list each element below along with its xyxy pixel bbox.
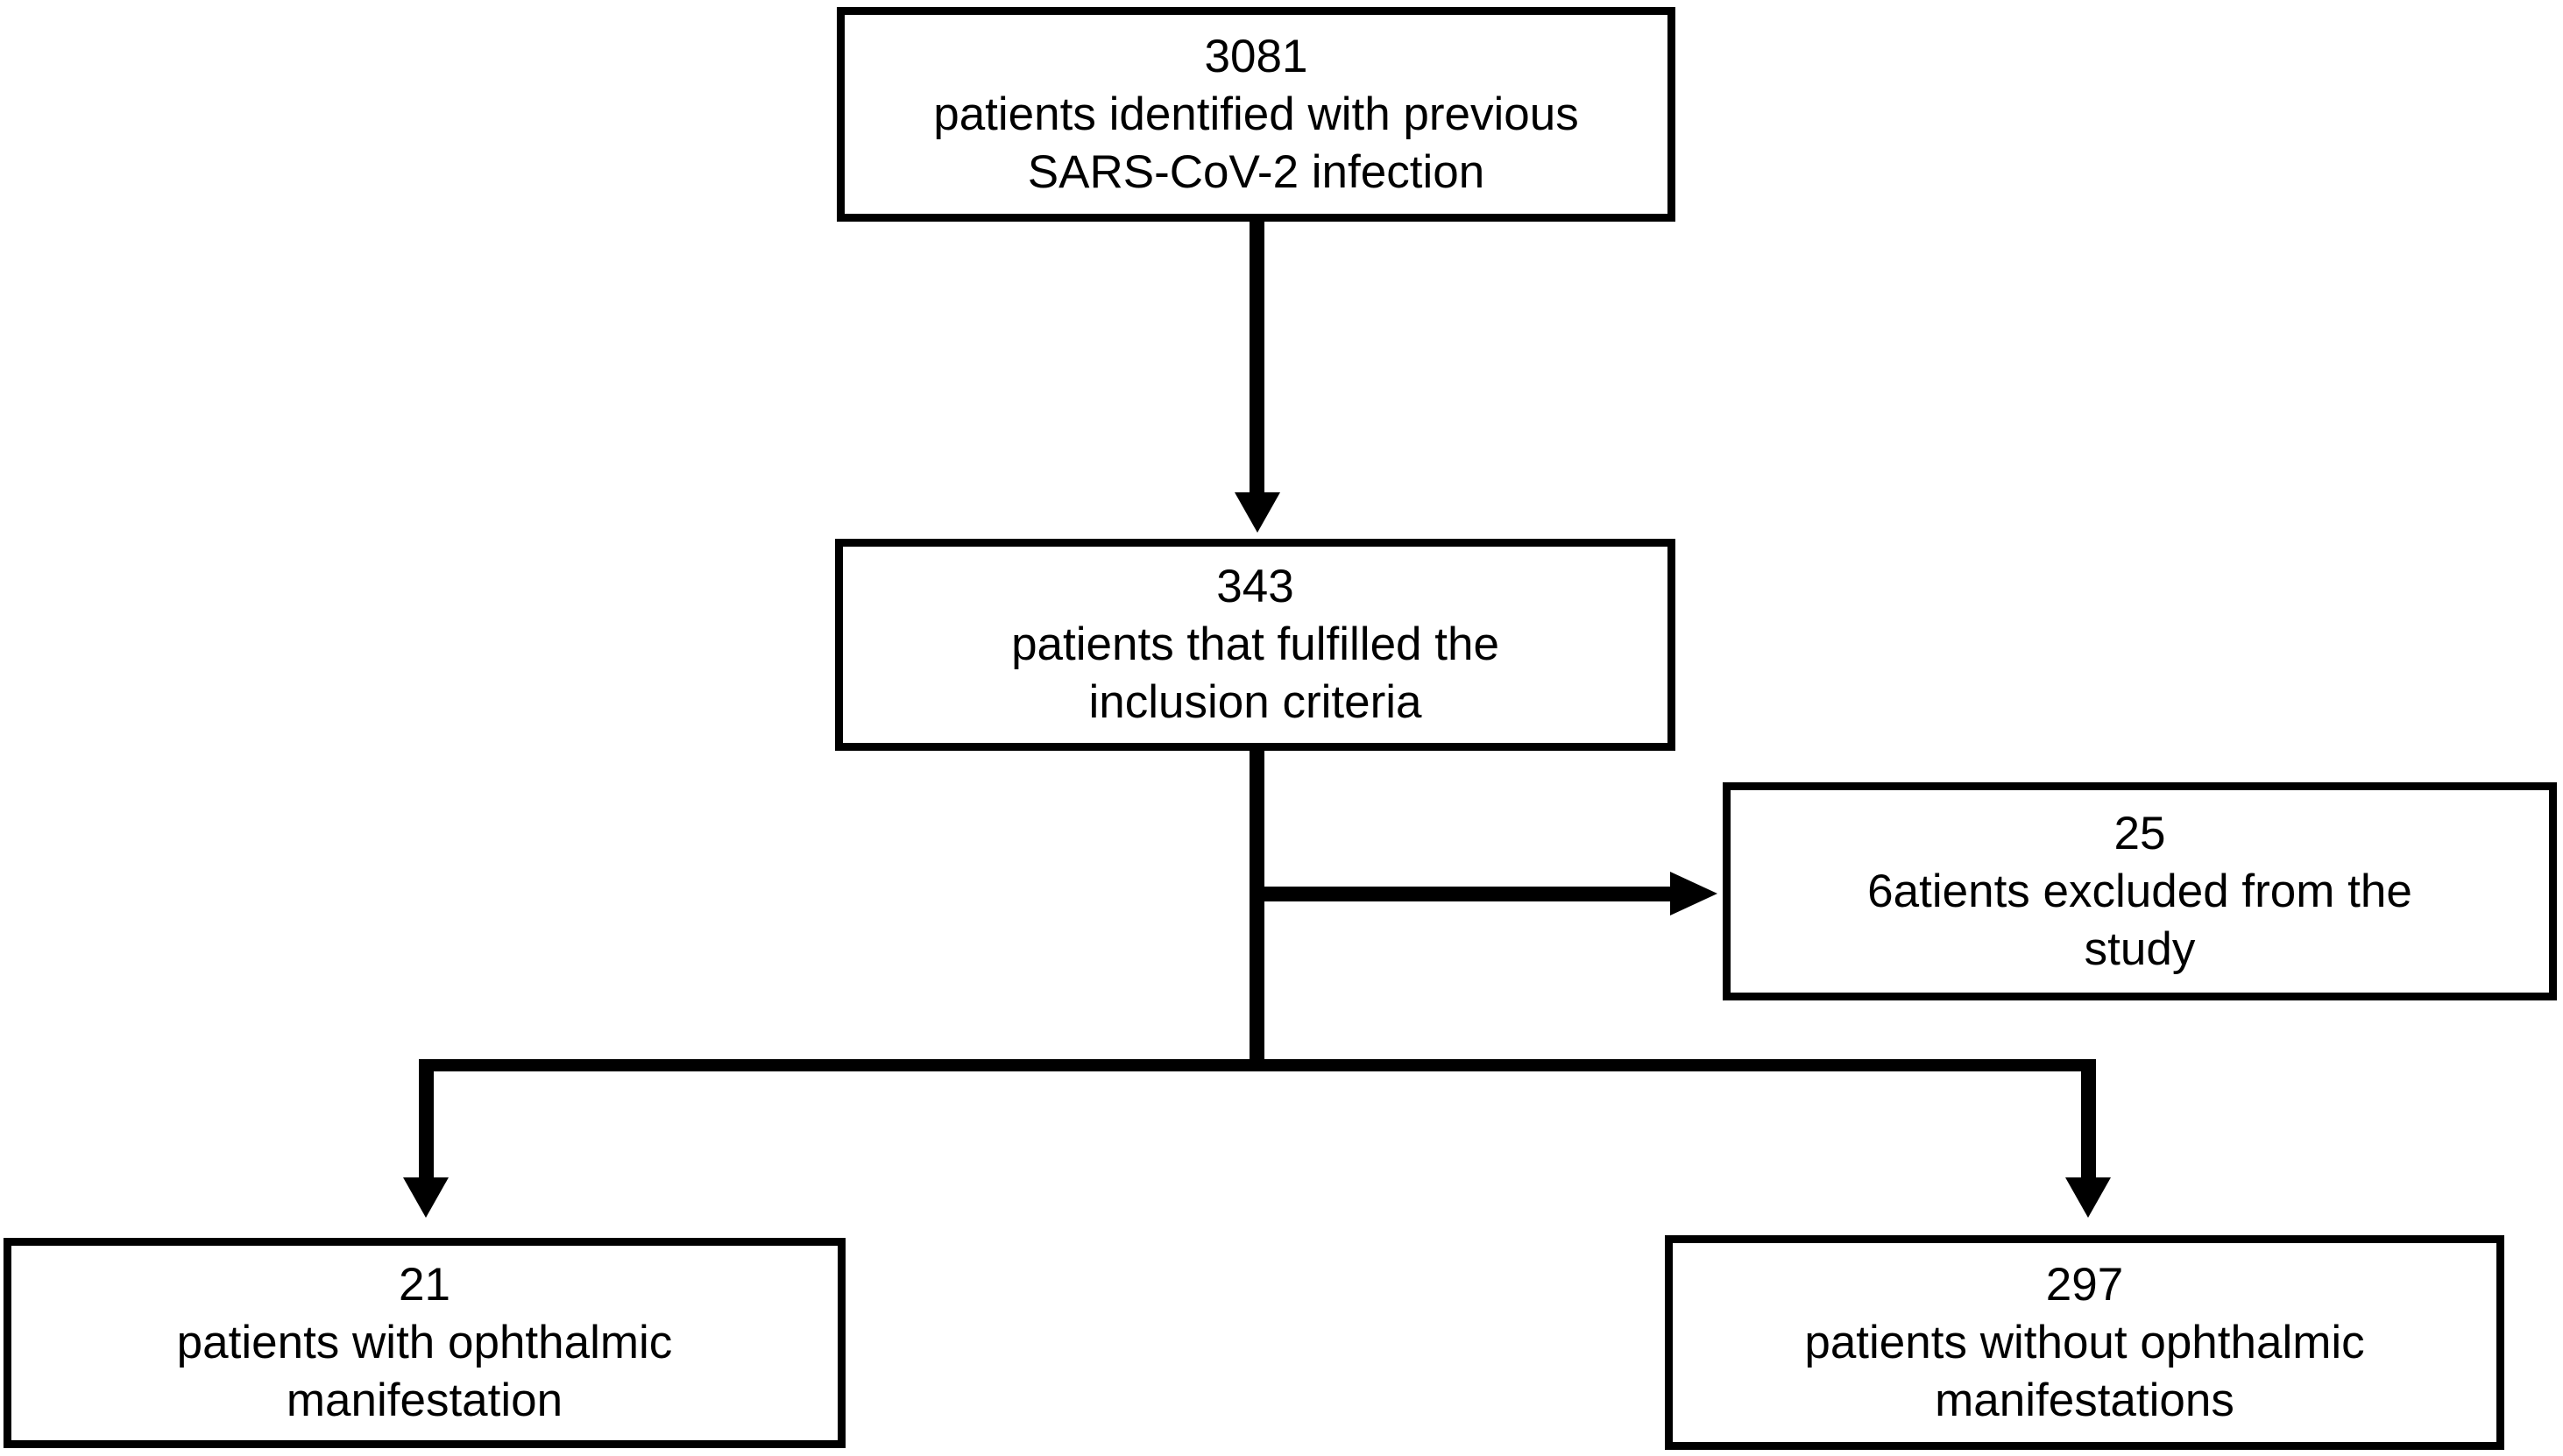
- box-count: 25: [2113, 807, 2166, 859]
- box-label-line: patients identified with previous: [933, 88, 1579, 140]
- connector-to-excluded: [1250, 887, 1670, 901]
- connector-to-ophthalmic: [419, 1059, 434, 1177]
- connector-inclusion-stem: [1250, 751, 1264, 1071]
- box-count: 297: [2045, 1258, 2124, 1311]
- connector-to-no-ophthalmic: [2081, 1059, 2096, 1177]
- box-label-line: manifestations: [1935, 1374, 2234, 1426]
- box-ophthalmic-manifestation: 21 patients with ophthalmic manifestatio…: [4, 1238, 846, 1448]
- box-count: 3081: [1204, 30, 1308, 82]
- connector-identified-to-inclusion: [1250, 222, 1264, 493]
- connector-split-bar: [419, 1059, 2096, 1071]
- box-label-line: SARS-CoV-2 infection: [1027, 145, 1485, 198]
- arrowhead-down-icon: [2065, 1177, 2111, 1218]
- arrowhead-down-icon: [403, 1177, 449, 1218]
- box-label-line: 6atients excluded from the: [1867, 865, 2412, 917]
- arrowhead-down-icon: [1235, 492, 1280, 533]
- box-label-line: patients with ophthalmic: [176, 1317, 673, 1368]
- box-label-line: study: [2084, 922, 2196, 975]
- box-count: 343: [1216, 561, 1294, 612]
- box-label-line: inclusion criteria: [1088, 676, 1422, 728]
- box-patients-identified: 3081 patients identified with previous S…: [837, 7, 1675, 222]
- arrowhead-right-icon: [1670, 872, 1717, 915]
- box-label-line: patients that fulfilled the: [1011, 618, 1499, 670]
- box-no-ophthalmic-manifestation: 297 patients without ophthalmic manifest…: [1665, 1235, 2504, 1450]
- box-count: 21: [399, 1259, 450, 1311]
- box-inclusion-criteria: 343 patients that fulfilled the inclusio…: [835, 539, 1675, 751]
- box-label-line: manifestation: [286, 1375, 563, 1426]
- box-label-line: patients without ophthalmic: [1804, 1316, 2365, 1368]
- box-patients-excluded: 25 6atients excluded from the study: [1723, 782, 2557, 1000]
